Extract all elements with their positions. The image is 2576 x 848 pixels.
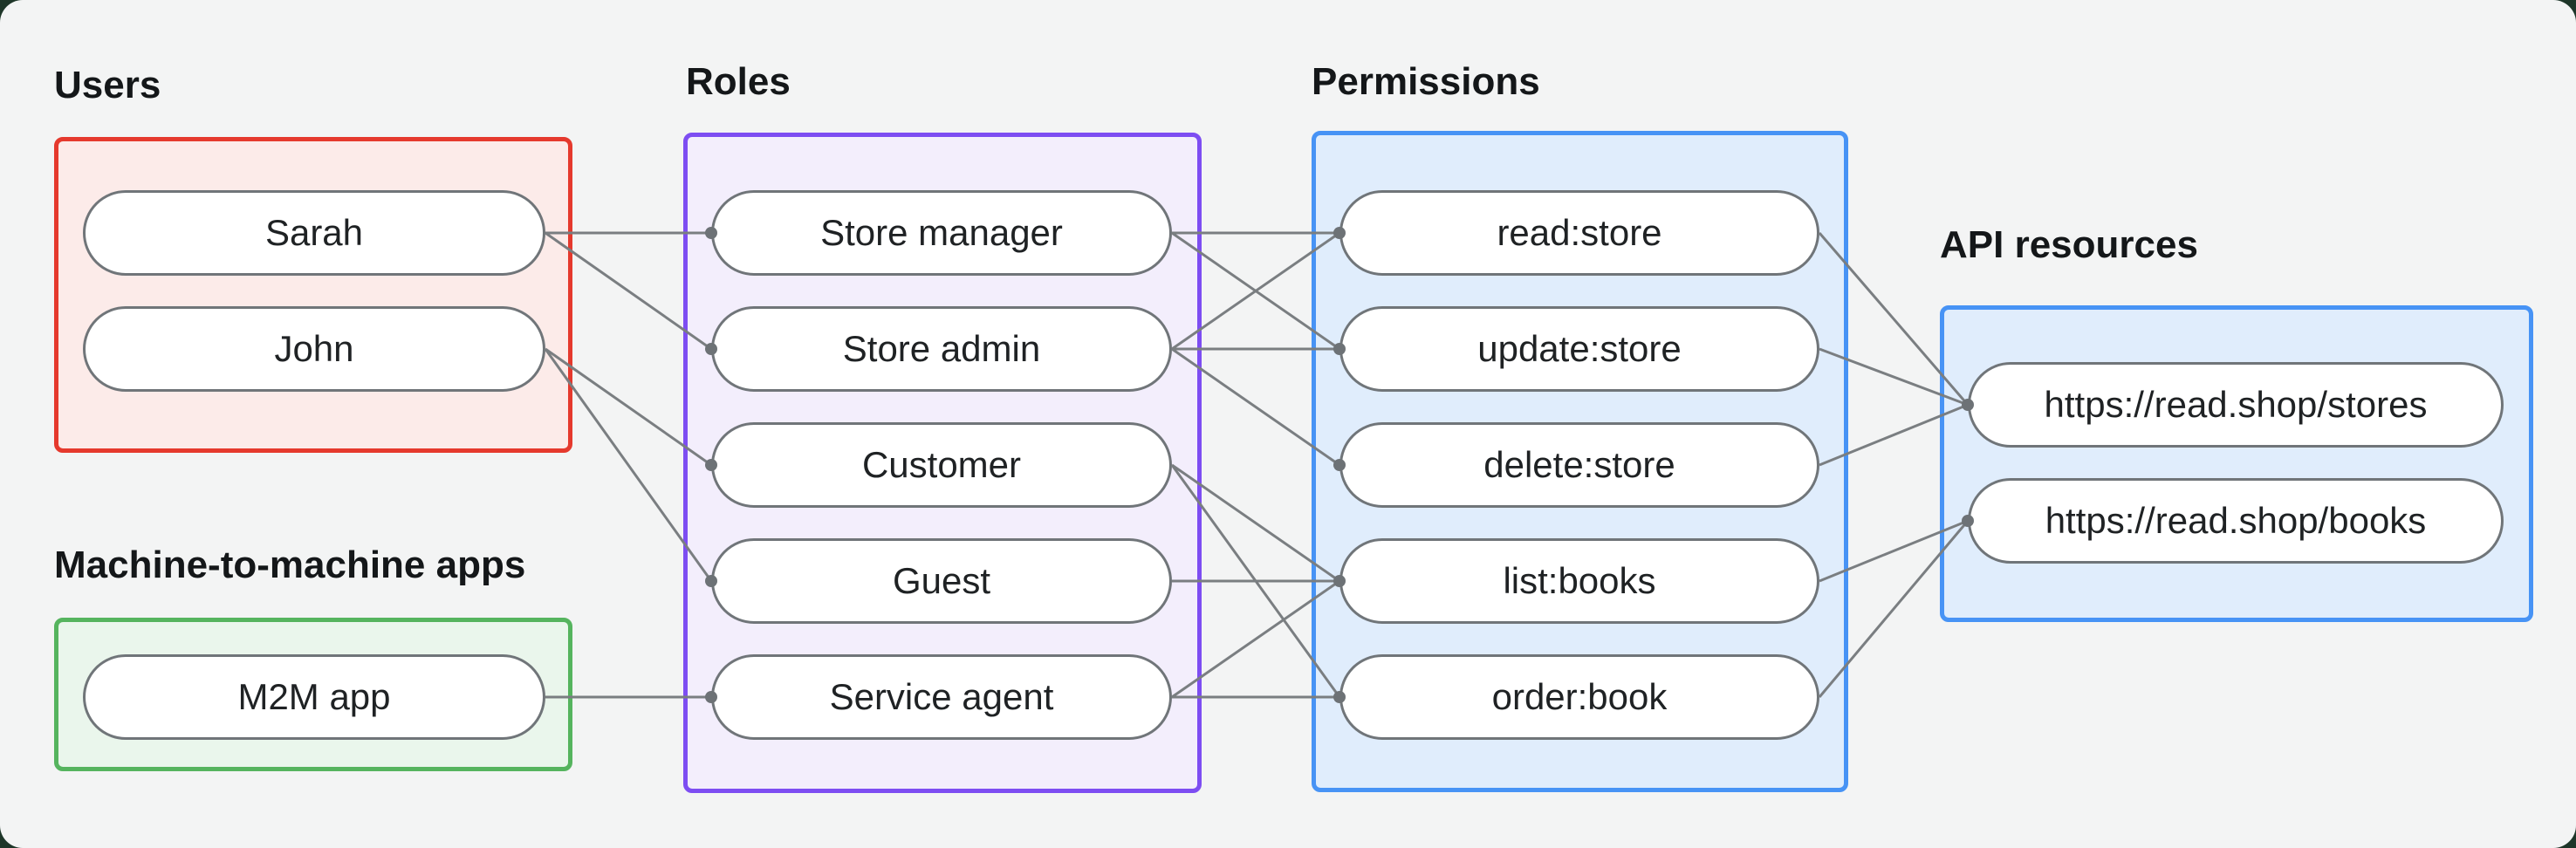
node-label-sarah: Sarah xyxy=(264,212,364,253)
node-label-customer: Customer xyxy=(861,444,1022,485)
node-label-list-books: list:books xyxy=(1503,560,1656,601)
node-label-john: John xyxy=(274,328,354,369)
group-label-m2m: Machine-to-machine apps xyxy=(54,544,526,586)
group-box-users xyxy=(54,137,572,453)
node-label-order-book: order:book xyxy=(1491,676,1668,717)
group-box-api xyxy=(1940,305,2533,622)
node-label-store-manager: Store manager xyxy=(820,212,1063,253)
group-label-roles: Roles xyxy=(686,60,791,103)
node-label-delete-store: delete:store xyxy=(1483,444,1675,485)
node-label-service-agent: Service agent xyxy=(829,676,1054,717)
node-service-agent: Service agent xyxy=(711,654,1172,740)
node-label-store-admin: Store admin xyxy=(842,328,1041,369)
node-label-guest: Guest xyxy=(892,560,991,601)
node-store-admin: Store admin xyxy=(711,306,1172,392)
node-update-store: update:store xyxy=(1339,306,1819,392)
node-delete-store: delete:store xyxy=(1339,422,1819,508)
node-list-books: list:books xyxy=(1339,538,1819,624)
node-label-read-store: read:store xyxy=(1497,212,1662,253)
node-order-book: order:book xyxy=(1339,654,1819,740)
node-sarah: Sarah xyxy=(83,190,545,276)
node-label-stores: https://read.shop/stores xyxy=(2044,384,2428,425)
node-label-m2m-app: M2M app xyxy=(237,676,391,717)
node-john: John xyxy=(83,306,545,392)
node-guest: Guest xyxy=(711,538,1172,624)
node-stores: https://read.shop/stores xyxy=(1968,362,2504,448)
node-customer: Customer xyxy=(711,422,1172,508)
node-read-store: read:store xyxy=(1339,190,1819,276)
node-books: https://read.shop/books xyxy=(1968,478,2504,564)
node-store-manager: Store manager xyxy=(711,190,1172,276)
group-label-api: API resources xyxy=(1940,223,2198,266)
node-label-books: https://read.shop/books xyxy=(2045,500,2427,541)
group-label-users: Users xyxy=(54,64,161,106)
node-m2m-app: M2M app xyxy=(83,654,545,740)
group-label-permissions: Permissions xyxy=(1312,60,1540,103)
node-label-update-store: update:store xyxy=(1477,328,1682,369)
